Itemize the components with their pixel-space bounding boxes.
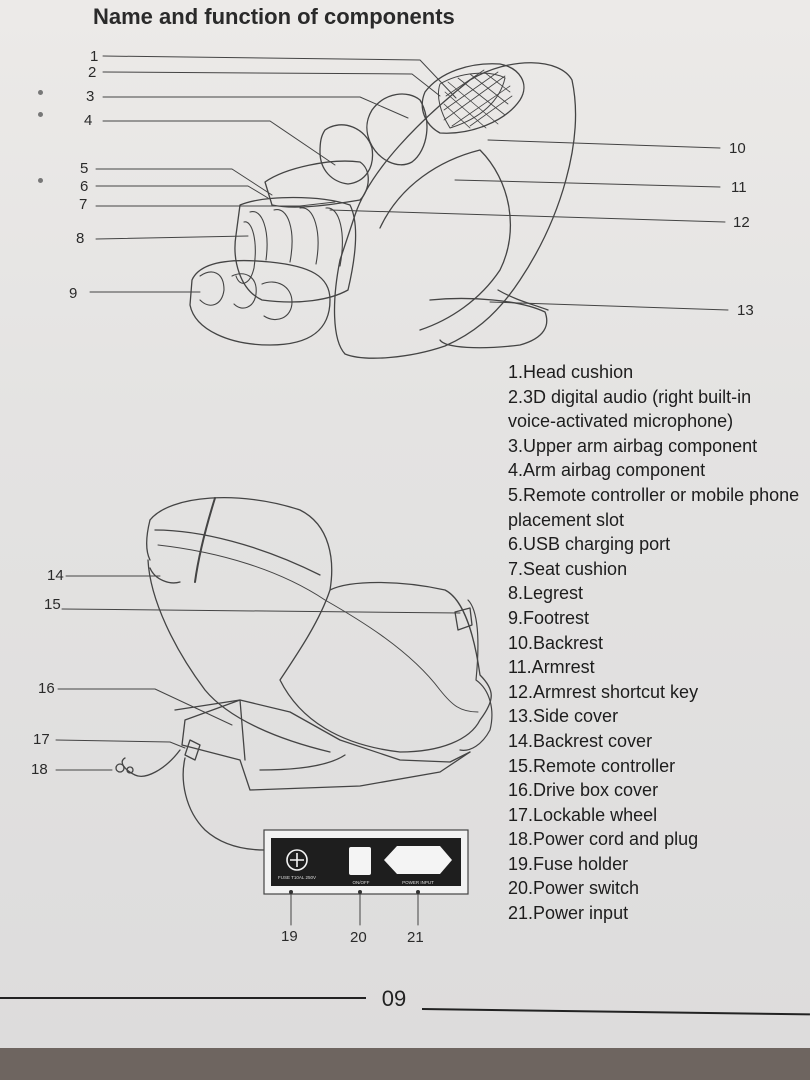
- fuse-label: FUSE T10AL 250V: [278, 875, 316, 880]
- list-item: 10.Backrest: [508, 632, 604, 653]
- callout-21: 21: [407, 929, 424, 946]
- diagram-illustrations: FUSE T10AL 250V ON/OFF POWER INPUT: [55, 55, 729, 926]
- list-item: 15.Remote controller: [508, 755, 676, 776]
- list-item: 19.Fuse holder: [508, 853, 629, 874]
- list-item: 6.USB charging port: [508, 534, 671, 555]
- footer-rule-left: [0, 997, 366, 999]
- binding-holes: [38, 90, 44, 210]
- callout-17: 17: [33, 731, 50, 748]
- callout-8: 8: [76, 230, 85, 247]
- list-item: 18.Power cord and plug: [508, 829, 699, 850]
- list-item: 13.Side cover: [508, 706, 619, 727]
- list-item: 20.Power switch: [508, 878, 640, 899]
- chair-rear-view: [115, 497, 493, 851]
- callout-4: 4: [84, 112, 93, 129]
- callout-12: 12: [733, 214, 750, 231]
- callout-1: 1: [90, 48, 99, 65]
- callout-16: 16: [38, 680, 55, 697]
- callout-18: 18: [31, 761, 48, 778]
- component-list: 1.Head cushion 2.3D digital audio (right…: [508, 360, 803, 926]
- list-item: 8.Legrest: [508, 583, 584, 604]
- callout-14: 14: [47, 567, 64, 584]
- list-item: 11.Armrest: [508, 657, 595, 678]
- list-item: 2.3D digital audio (right built-in voice…: [508, 386, 752, 432]
- page-number: 09: [381, 986, 407, 1011]
- callout-20: 20: [350, 929, 367, 946]
- list-item: 12.Armrest shortcut key: [508, 681, 699, 702]
- power-panel: [263, 829, 469, 895]
- list-item: 3.Upper arm airbag component: [508, 435, 758, 456]
- page-title: Name and function of components: [93, 4, 455, 29]
- callout-10: 10: [729, 140, 746, 157]
- list-item: 16.Drive box cover: [508, 780, 659, 801]
- callout-7: 7: [79, 196, 88, 213]
- leader-lines-bottom: [55, 575, 461, 926]
- list-item: 21.Power input: [508, 903, 629, 924]
- callout-2: 2: [88, 64, 97, 81]
- power-input-icon: [384, 846, 452, 874]
- callout-19: 19: [281, 928, 298, 945]
- chair-front-view: [189, 62, 577, 359]
- list-item: 9.Footrest: [508, 607, 590, 628]
- list-item: 17.Lockable wheel: [508, 804, 658, 825]
- switch-label: ON/OFF: [353, 880, 370, 885]
- callout-3: 3: [86, 88, 95, 105]
- list-item: 1.Head cushion: [508, 362, 634, 382]
- callout-5: 5: [80, 160, 89, 177]
- callout-11: 11: [731, 179, 747, 196]
- list-item: 14.Backrest cover: [508, 730, 653, 751]
- callout-13: 13: [737, 302, 754, 319]
- callout-9: 9: [69, 285, 78, 302]
- list-item: 5.Remote controller or mobile phone plac…: [508, 484, 800, 530]
- callout-6: 6: [80, 178, 89, 195]
- list-item: 4.Arm airbag component: [508, 460, 706, 481]
- list-item: 7.Seat cushion: [508, 558, 628, 579]
- manual-page: Name and function of components: [0, 0, 810, 1048]
- callout-15: 15: [44, 596, 61, 613]
- power-switch-icon: [349, 847, 371, 875]
- power-input-label: POWER INPUT: [402, 880, 434, 885]
- leader-lines-top: [89, 55, 729, 311]
- fuse-holder-icon: [286, 849, 308, 871]
